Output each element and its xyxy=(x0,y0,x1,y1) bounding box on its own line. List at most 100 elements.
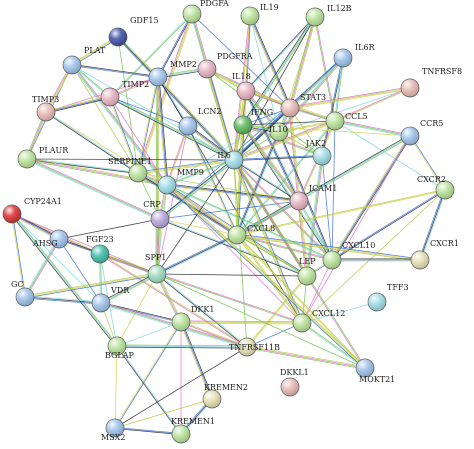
node-shine xyxy=(16,288,34,306)
node-cyp24a1[interactable]: CYP24A1 xyxy=(2,197,62,224)
node-tff3[interactable]: TFF3 xyxy=(367,283,409,312)
node-ifng[interactable]: IFNG xyxy=(233,108,273,135)
edge-line xyxy=(188,125,238,235)
node-dkk1[interactable]: DKK1 xyxy=(171,305,214,332)
edge-line xyxy=(167,183,300,201)
edge-il12b-stat3 xyxy=(288,16,317,109)
edge-line xyxy=(24,272,157,297)
node-plat[interactable]: PLAT xyxy=(62,46,106,75)
edge-line xyxy=(191,13,291,109)
edge-line xyxy=(156,76,159,275)
edge-line xyxy=(157,235,238,276)
node-ccl5[interactable]: CCL5 xyxy=(325,111,368,131)
node-tnfrsf8[interactable]: TNFRSF8 xyxy=(400,67,462,98)
node-label: IL6 xyxy=(217,151,231,160)
node-vdr[interactable]: VDR xyxy=(91,286,130,313)
edge-line xyxy=(166,125,188,185)
node-cxcr2[interactable]: CXCR2 xyxy=(417,175,455,200)
node-il6[interactable]: IL6 xyxy=(217,150,244,170)
node-cxcr1[interactable]: CXCR1 xyxy=(410,239,459,270)
node-il19[interactable]: IL19 xyxy=(240,3,279,26)
node-timp3[interactable]: TIMP3 xyxy=(32,95,59,122)
node-icam1[interactable]: ICAM1 xyxy=(289,184,337,211)
edge-cxcl8-cxcr1 xyxy=(236,233,421,262)
node-label: JAK2 xyxy=(305,139,326,148)
node-shine xyxy=(106,419,124,437)
edge-line xyxy=(234,121,336,162)
node-fgf23[interactable]: FGF23 xyxy=(86,235,114,264)
node-mokt21[interactable]: MOKT21 xyxy=(355,358,395,384)
edge-ccr5-cxcr2 xyxy=(409,135,446,191)
edge-line xyxy=(137,76,158,173)
node-kremen2[interactable]: KREMEN2 xyxy=(202,383,248,409)
node-il6r[interactable]: IL6R xyxy=(333,43,376,68)
edge-line xyxy=(156,273,366,369)
node-kremen1[interactable]: KREMEN1 xyxy=(171,417,215,444)
edge-bglap-tnfrsf11b xyxy=(116,344,248,349)
edge-line xyxy=(166,184,300,202)
node-label: DKK1 xyxy=(191,305,214,314)
node-cxcl10[interactable]: CXCL10 xyxy=(322,241,375,270)
edge-il12b-il18 xyxy=(245,16,316,92)
node-stat3[interactable]: STAT3 xyxy=(280,93,326,118)
edge-il6-crp xyxy=(159,158,235,221)
edge-mmp2-cxcl12 xyxy=(157,76,303,324)
edge-line xyxy=(157,76,235,161)
edge-line xyxy=(156,125,189,275)
node-plaur[interactable]: PLAUR xyxy=(17,146,69,169)
node-label: CYP24A1 xyxy=(24,197,62,206)
edge-line xyxy=(109,97,138,174)
edge-line xyxy=(109,96,189,127)
edge-line xyxy=(166,159,234,185)
node-lcn2[interactable]: LCN2 xyxy=(178,107,222,136)
edge-line xyxy=(167,126,189,186)
node-spp1[interactable]: SPP1 xyxy=(145,253,167,284)
node-il18[interactable]: IL18 xyxy=(232,72,256,101)
edge-line xyxy=(301,323,365,369)
edge-mokt21-spp1 xyxy=(156,273,366,369)
node-dkkl1[interactable]: DKKL1 xyxy=(280,368,309,397)
node-serpine1[interactable]: SERPINE1 xyxy=(108,157,152,183)
node-shine xyxy=(37,103,55,121)
node-mmp2[interactable]: MMP2 xyxy=(148,60,197,87)
edge-line xyxy=(11,213,102,304)
node-il10[interactable]: IL10 xyxy=(269,122,289,142)
node-ahsg[interactable]: AHSG xyxy=(32,229,69,249)
node-bglap[interactable]: BGLAP xyxy=(105,336,135,360)
node-crp[interactable]: CRP xyxy=(143,200,170,229)
node-ccr5[interactable]: CCR5 xyxy=(400,119,443,146)
node-label: CRP xyxy=(143,200,161,209)
edge-timp2-timp3 xyxy=(45,95,111,114)
edge-line xyxy=(25,274,158,299)
edge-line xyxy=(248,16,290,109)
edge-line xyxy=(334,57,343,121)
node-gc[interactable]: GC xyxy=(11,280,35,307)
edge-lep-tnfrsf11b xyxy=(246,275,308,348)
node-timp2[interactable]: TIMP2 xyxy=(100,80,149,107)
node-cxcl8[interactable]: CXCL8 xyxy=(227,224,275,245)
edge-line xyxy=(321,155,333,261)
edge-line xyxy=(116,273,158,347)
node-msx2[interactable]: MSX2 xyxy=(101,418,125,442)
edge-line xyxy=(315,16,336,121)
node-tnfrsf11b[interactable]: TNFRSF11B xyxy=(229,337,280,357)
node-pdgfa[interactable]: PDGFA xyxy=(182,0,229,24)
node-jak2[interactable]: JAK2 xyxy=(305,139,332,166)
node-cxcl12[interactable]: CXCL12 xyxy=(292,309,345,333)
edge-line xyxy=(157,76,168,186)
edge-line xyxy=(159,159,235,220)
node-pdgfra[interactable]: PDGFRA xyxy=(197,52,253,79)
node-il12b[interactable]: IL12B xyxy=(305,4,352,27)
node-lep[interactable]: LEP xyxy=(297,257,317,286)
edge-line xyxy=(109,96,235,161)
edge-serpine1-il6 xyxy=(137,158,235,175)
edge-il12b-il6 xyxy=(233,16,316,161)
node-label: IL18 xyxy=(232,72,251,81)
edge-timp2-serpine1 xyxy=(109,96,139,174)
node-mmp9[interactable]: MMP9 xyxy=(157,168,204,195)
edge-timp2-il6 xyxy=(109,95,235,162)
edge-il6-icam1 xyxy=(233,159,300,202)
edge-line xyxy=(25,239,61,298)
edge-line xyxy=(156,77,167,186)
node-gdf15[interactable]: GDF15 xyxy=(108,16,159,47)
